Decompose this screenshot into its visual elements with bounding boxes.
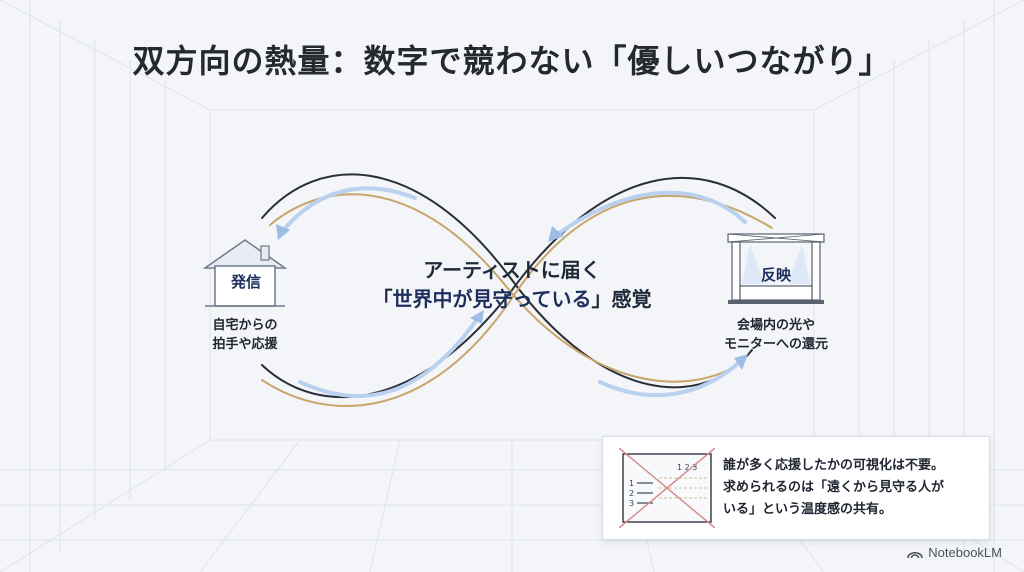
center-line1: アーティストに届く — [423, 258, 601, 282]
board-row-3: 3 — [629, 499, 634, 508]
brand-watermark: NotebookLM — [907, 545, 1002, 560]
note-line3: いる」という温度感の共有。 — [723, 502, 893, 517]
board-row-1: 1 — [629, 479, 634, 488]
blue-arrow-curve-bottom-right — [598, 358, 744, 398]
note-box: 1 2 3 1 2 3 誰が多く応援したかの可視化は不要。 求められるのは「遠く… — [602, 436, 990, 540]
arrowhead-icon — [734, 354, 748, 370]
notebooklm-logo-icon — [907, 551, 924, 558]
crossed-ranking-board-icon: 1 2 3 1 2 3 — [619, 448, 715, 528]
board-header: 1 2 3 — [677, 463, 697, 472]
loop-outer-line — [261, 173, 753, 389]
brand-name: NotebookLM — [928, 545, 1002, 560]
arrowhead-icon — [548, 226, 564, 242]
center-message: アーティストに届く 「世界中が見守っている」感覚 — [352, 256, 672, 314]
blue-arrow-curve-bottom-left — [298, 316, 480, 399]
right-node-label: 反映 — [760, 266, 791, 284]
left-caption-line1: 自宅からの — [212, 318, 278, 333]
loop-outer-line-2 — [261, 176, 776, 399]
center-line2-open: 「 — [372, 287, 393, 311]
right-caption-line2: モニターへの還元 — [723, 337, 828, 352]
arrowhead-icon — [276, 224, 290, 240]
center-line2-main: 世界中が見守っている — [392, 287, 592, 311]
left-node-label: 発信 — [230, 273, 261, 291]
center-line2: 「世界中が見守っている」感覚 — [352, 284, 672, 314]
stage-icon — [727, 233, 825, 304]
left-node-caption: 自宅からの 拍手や応援 — [180, 316, 310, 354]
arrowhead-icon — [470, 310, 484, 324]
note-line2: 求められるのは「遠くから見守る人が — [723, 480, 945, 495]
board-row-2: 2 — [629, 489, 634, 498]
right-caption-line1: 会場内の光や — [736, 318, 815, 333]
page-title: 双方向の熱量：数字で競わない「優しいつながり」 — [132, 42, 892, 80]
blue-arrow-curve-top-right — [553, 190, 747, 238]
note-line1: 誰が多く応援したかの可視化は不要。 — [723, 458, 945, 473]
blue-arrow-curve-top-left — [280, 186, 417, 234]
right-node-caption: 会場内の光や モニターへの還元 — [706, 316, 846, 354]
note-text: 誰が多く応援したかの可視化は不要。 求められるのは「遠くから見守る人が いる」と… — [723, 455, 983, 521]
loop-inner-gold-line-2 — [261, 195, 773, 408]
house-icon — [202, 239, 288, 307]
center-line2-close: 」感覚 — [591, 287, 652, 311]
left-caption-line2: 拍手や応援 — [212, 337, 278, 352]
